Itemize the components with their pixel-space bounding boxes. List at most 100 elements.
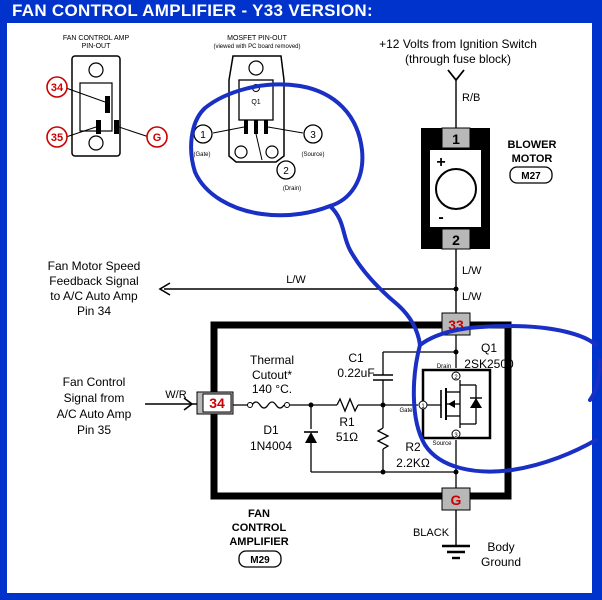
r2-value: 2.2KΩ — [396, 456, 430, 470]
page-title: FAN CONTROL AMPLIFIER - Y33 VERSION: — [12, 1, 373, 20]
leader-35 — [65, 126, 97, 138]
amp-terminal-g — [114, 120, 119, 134]
amplifier-label-2: CONTROL — [232, 522, 287, 534]
hand-annotations — [189, 82, 602, 474]
amp-pinout-title-2: PIN-OUT — [82, 43, 112, 50]
q1-part: 2SK2500 — [464, 357, 514, 371]
mosfet-pin-3-label: (Source) — [301, 152, 324, 158]
mosfet-pin-3-marker — [303, 124, 323, 144]
pin-marker-35 — [46, 126, 68, 148]
amplifier-label-1: FAN — [248, 508, 270, 520]
r2-name: R2 — [405, 440, 421, 454]
motor-wire-label: L/W — [462, 265, 482, 277]
blower-motor-label-2: MOTOR — [512, 153, 553, 165]
q1-gate-label: Gate — [399, 408, 413, 414]
pin-marker-g-label: G — [153, 132, 162, 144]
d1-part: 1N4004 — [250, 439, 292, 453]
mosfet-device-label: Q1 — [251, 99, 260, 106]
mosfet-pin-3-number: 3 — [310, 130, 316, 141]
mosfet-pin-2-number: 2 — [283, 166, 289, 177]
pin-marker-34 — [46, 76, 68, 98]
junction-source — [453, 469, 459, 475]
amplifier-code-badge — [238, 550, 282, 568]
control-arrow-icon — [183, 397, 194, 411]
q1-pin-3-number: 3 — [454, 433, 458, 439]
mosfet-pinout: MOSFET PIN-OUT (viewed with PC board rem… — [193, 35, 325, 192]
q1-pin-2-marker — [451, 371, 461, 381]
thermal-cutout-terminal-left — [247, 402, 253, 408]
pin-marker-35-label: 35 — [51, 132, 63, 144]
d1-name: D1 — [263, 423, 279, 437]
leader-34 — [65, 87, 106, 103]
amp-mount-hole-bottom — [88, 135, 104, 151]
annotation-circle-q1 — [411, 323, 602, 474]
c1-value: 0.22uF — [337, 366, 374, 380]
amp-terminal-34 — [105, 96, 110, 113]
mosfet-pin-1-label: (Gate) — [193, 152, 210, 158]
supply-label-1: +12 Volts from Ignition Switch — [379, 37, 537, 51]
feedback-circuit: L/W L/W L/W Fan Motor Speed Feedback Sig… — [48, 249, 482, 318]
ground-label-1: Body — [487, 540, 514, 554]
ground-label-2: Ground — [481, 555, 521, 569]
q1-pin-3-marker — [451, 429, 461, 439]
r1-name: R1 — [339, 415, 355, 429]
supply-circuit: +12 Volts from Ignition Switch (through … — [379, 37, 537, 128]
amp-mount-hole-top — [88, 62, 104, 78]
q1-drain-label: Drain — [437, 364, 451, 370]
pin-marker-g — [146, 126, 168, 148]
mosfet-mount-hole-right — [265, 145, 279, 159]
amp-pinout-title-1: FAN CONTROL AMP — [63, 35, 130, 42]
amp-pin-34-label: 34 — [209, 395, 225, 411]
feedback-arrow-icon — [158, 282, 171, 296]
thermal-cutout-icon-2 — [267, 401, 285, 409]
leader-g — [118, 126, 150, 138]
leader-gate — [212, 126, 245, 134]
control-signal-label-2: Signal from — [64, 391, 125, 405]
mosfet-pin-2-label: (Drain) — [283, 186, 301, 192]
mosfet-mount-hole-top — [248, 60, 264, 76]
feedback-label-1: Fan Motor Speed — [48, 259, 141, 273]
control-signal-label-4: Pin 35 — [77, 423, 111, 437]
r1-value: 51Ω — [336, 430, 358, 444]
junction-r2-ground — [380, 469, 386, 475]
amp-pin-g-label: G — [451, 492, 462, 508]
pin-marker-34-label: 34 — [51, 82, 64, 94]
blower-motor-code-badge — [509, 166, 553, 184]
motor-pin-1-connector — [441, 127, 471, 149]
annotation-circle-mosfet — [189, 82, 422, 347]
feedback-label-4: Pin 34 — [77, 304, 111, 318]
feedback-label-2: Feedback Signal — [49, 274, 138, 288]
feedback-junction — [453, 286, 459, 292]
q1-body-diode-icon — [470, 398, 482, 408]
q1-pin-1-number: 1 — [421, 404, 425, 410]
mosfet-lead-drain — [254, 120, 258, 134]
thermal-label-1: Thermal — [250, 353, 294, 367]
q1-source-label: Source — [432, 441, 452, 447]
thermal-cutout-icon — [251, 401, 269, 409]
resistor-r2-icon — [376, 427, 390, 450]
q1-pin-2-number: 2 — [454, 375, 458, 381]
motor-pin-1-label: 1 — [452, 131, 460, 147]
control-signal: Fan Control Signal from A/C Auto Amp Pin… — [57, 375, 197, 437]
blower-motor-label-1: BLOWER — [508, 139, 557, 151]
amplifier-code: M29 — [250, 555, 270, 566]
supply-label-2: (through fuse block) — [405, 52, 511, 66]
mosfet-pin-1-number: 1 — [200, 130, 206, 141]
amp-terminal-35 — [96, 120, 101, 134]
title-bar: FAN CONTROL AMPLIFIER - Y33 VERSION: — [0, 0, 602, 22]
blower-motor: 1 2 + - BLOWER MOTOR M27 — [421, 127, 557, 250]
motor-symbol-icon — [435, 168, 477, 210]
junction-drain — [453, 349, 459, 355]
q1-pin-1-marker — [418, 400, 428, 410]
amplifier-label-3: AMPLIFIER — [229, 536, 288, 548]
motor-plus-sign: + — [436, 154, 445, 171]
thermal-label-2: Cutout* — [252, 368, 292, 382]
feedback-label-3: to A/C Auto Amp — [50, 289, 138, 303]
mosfet-mount-hole-left — [234, 145, 248, 159]
feedback-wire-label: L/W — [286, 274, 306, 286]
amp-pinout: FAN CONTROL AMP PIN-OUT 34 35 G — [46, 35, 168, 157]
amp-pin-34-face — [202, 393, 232, 413]
leader-source — [267, 126, 304, 134]
